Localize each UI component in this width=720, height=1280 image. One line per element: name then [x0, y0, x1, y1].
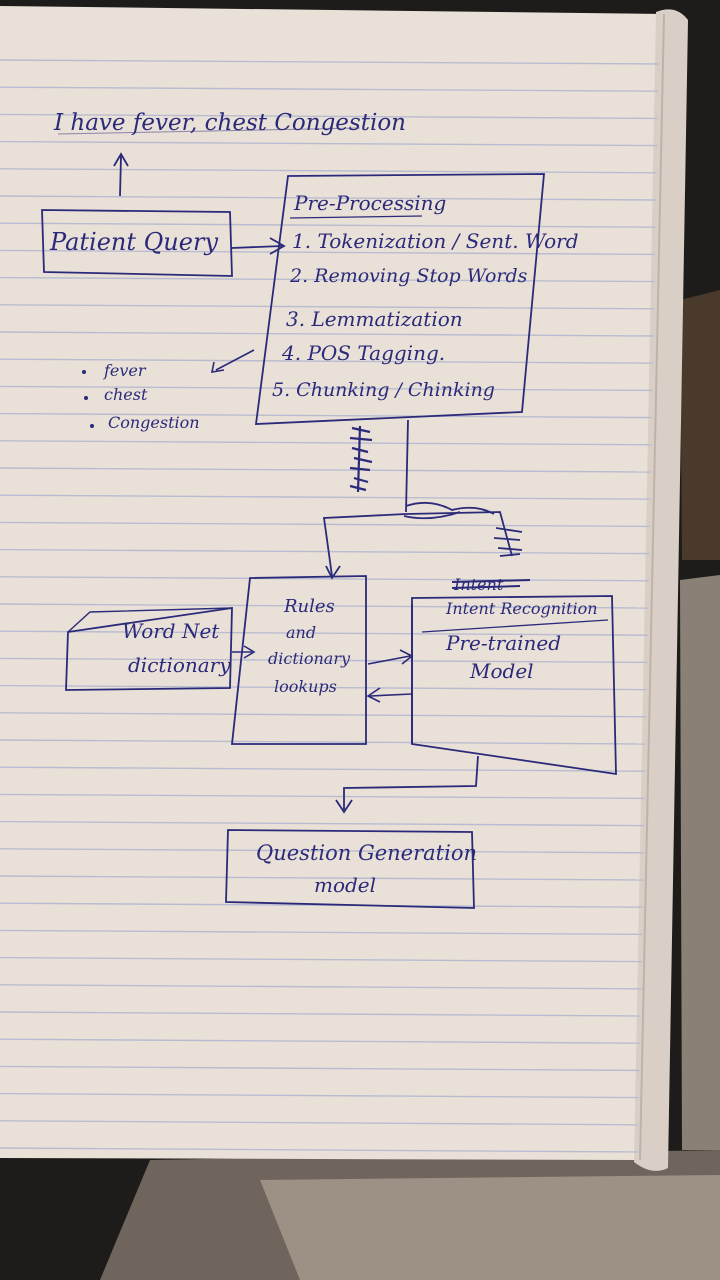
ruled-line	[0, 956, 642, 963]
intent-strikethrough	[451, 579, 531, 589]
ruled-line	[0, 249, 656, 256]
ruled-line	[0, 59, 659, 65]
rules-label-line1: Rules	[283, 596, 335, 617]
ruled-line	[0, 548, 650, 555]
rules-box: Rules and dictionary lookups	[230, 575, 367, 745]
ruled-line	[0, 195, 657, 201]
ruled-line	[0, 86, 659, 92]
side-floor	[680, 575, 720, 1150]
ruled-line	[0, 113, 658, 120]
rules-label-line4: lookups	[274, 677, 337, 696]
page-spine-edge	[639, 13, 665, 1161]
arrows-rules-intent	[366, 649, 414, 703]
ruled-line	[0, 684, 648, 691]
preprocessing-step-4: 4. POS Tagging.	[281, 341, 445, 365]
question-model-line2: model	[314, 873, 376, 897]
ruled-line	[0, 766, 646, 772]
ruled-line	[0, 1092, 640, 1099]
ruled-line	[0, 440, 652, 446]
arrow-up-to-header	[113, 152, 129, 197]
ruled-line	[0, 739, 646, 745]
preprocessing-title: Pre-Processing	[293, 191, 446, 215]
ruled-line	[0, 276, 655, 283]
intent-struck-word: Intent	[453, 575, 504, 594]
ruled-line	[0, 385, 653, 392]
scribble-connector	[349, 425, 373, 493]
rules-label-line2: and	[286, 623, 316, 642]
ruled-line	[0, 712, 647, 718]
intent-model-line1: Pre-trained	[445, 631, 561, 655]
ruled-line	[0, 1065, 640, 1072]
ruled-line	[0, 820, 645, 827]
ruled-line	[0, 168, 657, 174]
ruled-line	[0, 603, 649, 609]
ruled-line	[0, 630, 649, 636]
patient-query-box: Patient Query	[41, 209, 233, 277]
branch-connector	[322, 419, 523, 580]
rules-label-line3: dictionary	[268, 649, 351, 668]
ruled-line	[0, 576, 650, 582]
arrow-to-extracted-terms	[210, 349, 255, 373]
ruled-line	[0, 358, 654, 364]
question-model-box: Question Generation model	[225, 829, 477, 909]
ruled-line	[0, 494, 651, 500]
header-text: I have fever, chest Congestion	[53, 110, 406, 136]
preprocessing-step-3: 3. Lemmatization	[286, 307, 463, 331]
ruled-line	[0, 331, 654, 337]
header-underline	[57, 127, 361, 135]
patient-query-label: Patient Query	[49, 228, 218, 256]
wordnet-label-line2: dictionary	[128, 653, 231, 677]
extracted-term-fever: fever	[103, 361, 147, 380]
wordnet-box: Word Net dictionary	[65, 606, 233, 691]
ruled-line	[0, 304, 655, 310]
extracted-terms: fever chest Congestion	[82, 361, 200, 432]
page-spine	[634, 9, 688, 1171]
intent-title: Intent Recognition	[445, 599, 598, 618]
preprocessing-step-1: 1. Tokenization / Sent. Word	[292, 229, 579, 253]
arrow-to-question-model	[335, 755, 479, 814]
ruled-line	[0, 1147, 639, 1153]
ruled-line	[0, 984, 642, 990]
ruled-line	[0, 412, 653, 419]
ruled-line	[0, 848, 644, 854]
preprocessing-step-5: 5. Chunking / Chinking	[272, 379, 495, 401]
ruled-line	[0, 1120, 639, 1126]
arrow-query-to-preprocessing	[231, 237, 286, 255]
ruled-line	[0, 1011, 641, 1017]
extracted-term-congestion: Congestion	[108, 413, 200, 432]
intent-model-line2: Model	[469, 659, 534, 683]
preprocessing-box: Pre-Processing 1. Tokenization / Sent. W…	[254, 173, 579, 425]
ruled-line	[0, 929, 643, 936]
ruled-line	[0, 467, 652, 473]
ruled-line	[0, 875, 644, 881]
ruled-line	[0, 140, 658, 147]
ruled-line	[0, 657, 648, 664]
floor-tile	[260, 1175, 720, 1280]
intent-box: Intent Intent Recognition Pre-trained Mo…	[411, 575, 617, 776]
side-wood	[680, 290, 720, 560]
ruled-line	[0, 1038, 641, 1044]
question-model-line1: Question Generation	[256, 841, 477, 865]
ruled-line	[0, 222, 656, 228]
notebook-page	[0, 6, 664, 1160]
preprocessing-step-2: 2. Removing Stop Words	[289, 265, 528, 287]
ruled-line	[0, 793, 645, 800]
ruled-lines	[0, 59, 659, 1153]
extracted-term-chest: chest	[104, 385, 148, 404]
wordnet-label-line1: Word Net	[122, 619, 220, 643]
